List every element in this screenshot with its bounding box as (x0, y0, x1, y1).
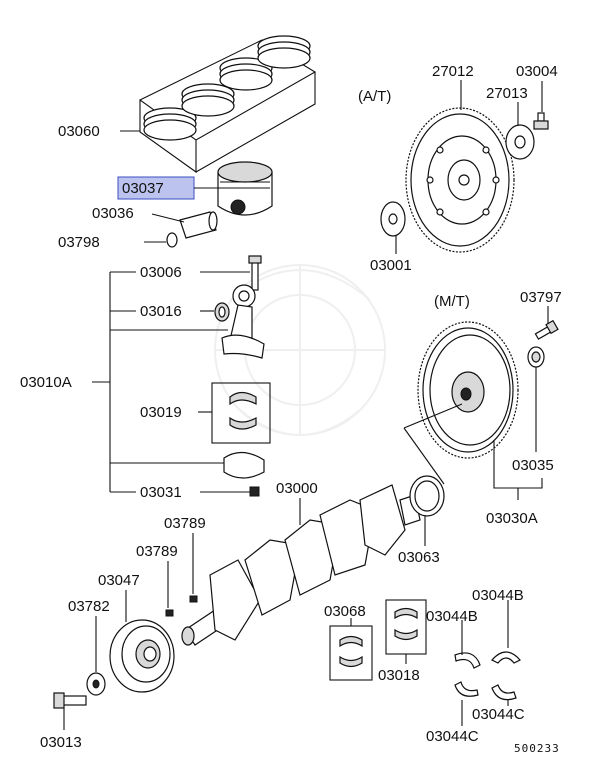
label-03044C-bottom: 03044C (426, 728, 479, 745)
label-03030A: 03030A (486, 510, 538, 527)
drive-plate-bolt[interactable] (533, 112, 549, 130)
figure-number: 500233 (514, 742, 560, 755)
label-03019: 03019 (140, 404, 182, 421)
label-03044B-left: 03044B (426, 608, 478, 625)
label-27012: 27012 (432, 63, 474, 80)
drive-plate-spacer[interactable] (380, 201, 406, 237)
oil-seal[interactable] (409, 475, 445, 517)
conrod-bearing[interactable] (229, 391, 257, 430)
flywheel[interactable] (417, 321, 519, 459)
woodruff-key-2[interactable] (165, 609, 174, 617)
label-03000: 03000 (276, 480, 318, 497)
drive-plate[interactable] (405, 107, 515, 253)
label-03013: 03013 (40, 734, 82, 751)
label-03031: 03031 (140, 484, 182, 501)
label-03044B-top: 03044B (472, 587, 524, 604)
label-03001: 03001 (370, 257, 412, 274)
label-mt: (M/T) (434, 293, 470, 310)
piston-pin[interactable] (179, 211, 218, 239)
label-03797: 03797 (520, 289, 562, 306)
label-03782: 03782 (68, 598, 110, 615)
conrod-bolt[interactable] (248, 255, 262, 291)
piston[interactable] (217, 161, 273, 216)
label-03068: 03068 (324, 603, 366, 620)
label-03010A: 03010A (20, 374, 72, 391)
pilot-bearing[interactable] (527, 346, 545, 368)
label-03789-b: 03789 (136, 543, 178, 560)
label-03060: 03060 (58, 123, 100, 140)
main-bearing-box-1 (329, 625, 373, 681)
label-03063: 03063 (398, 549, 440, 566)
label-03006: 03006 (140, 264, 182, 281)
pulley-washer[interactable] (86, 672, 106, 696)
main-bearing-upper[interactable] (394, 607, 418, 641)
label-27013: 27013 (486, 85, 528, 102)
label-at: (A/T) (358, 88, 391, 105)
connecting-rod[interactable] (221, 284, 265, 359)
conrod-bushing[interactable] (214, 302, 230, 322)
label-03035: 03035 (512, 457, 554, 474)
label-03018: 03018 (378, 667, 420, 684)
crankshaft[interactable] (181, 484, 421, 646)
main-bearing-lower[interactable] (339, 635, 363, 668)
conrod-cap[interactable] (223, 451, 265, 479)
label-03016: 03016 (140, 303, 182, 320)
crank-pulley[interactable] (109, 619, 175, 693)
label-03036: 03036 (92, 205, 134, 222)
label-03004: 03004 (516, 63, 558, 80)
label-03798: 03798 (58, 234, 100, 251)
label-03047: 03047 (98, 572, 140, 589)
pulley-bolt[interactable] (53, 692, 87, 709)
label-03789-a: 03789 (164, 515, 206, 532)
label-03044C-right: 03044C (472, 706, 525, 723)
watermark-logo (214, 264, 386, 436)
adapter-plate[interactable] (505, 124, 535, 160)
label-03037[interactable]: 03037 (122, 180, 164, 197)
woodruff-key-1[interactable] (189, 595, 198, 603)
thrust-washer-set[interactable] (454, 651, 521, 701)
piston-ring-set[interactable] (143, 35, 311, 141)
flywheel-bolt[interactable] (534, 319, 559, 340)
snap-ring[interactable] (166, 232, 178, 248)
bearing-box (211, 382, 271, 444)
conrod-nut[interactable] (249, 486, 260, 497)
